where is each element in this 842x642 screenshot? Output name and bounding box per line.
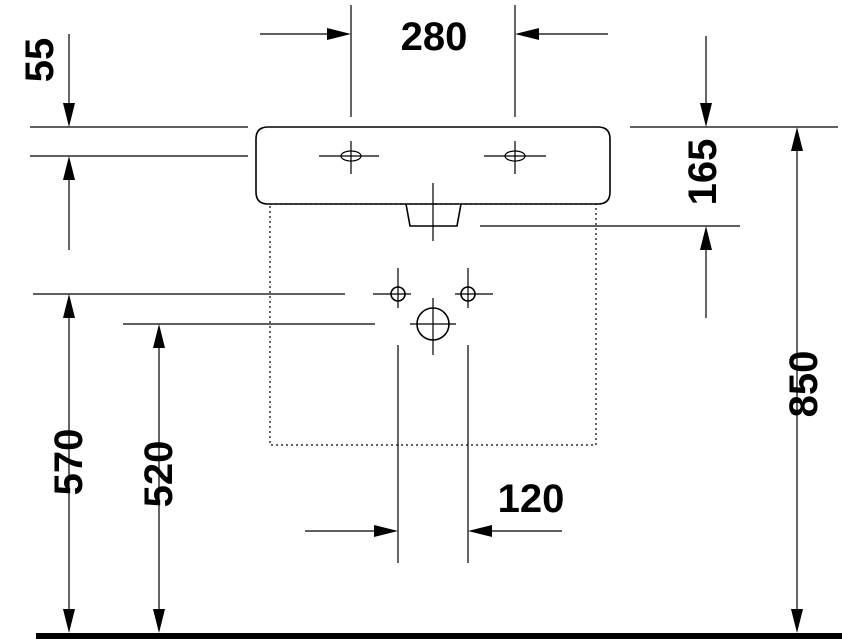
label-570: 570 [47, 429, 91, 496]
dimension-280 [260, 5, 608, 117]
dimension-570 [33, 293, 345, 633]
label-55: 55 [18, 38, 62, 83]
label-850: 850 [782, 351, 826, 418]
dimension-850 [791, 127, 803, 633]
label-280: 280 [401, 15, 468, 59]
label-520: 520 [137, 441, 181, 508]
supply-valve-right [455, 268, 493, 308]
dimension-165 [480, 36, 838, 318]
tap-hole-left [319, 141, 379, 174]
dimension-520 [123, 323, 375, 633]
label-120: 120 [498, 477, 565, 521]
vanity-dotted-outline [269, 203, 597, 446]
dimension-120 [305, 345, 562, 563]
tap-hole-right [484, 141, 546, 174]
basin-outline [255, 126, 611, 205]
waste-outlet [405, 183, 462, 241]
supply-valve-left [373, 268, 411, 308]
drain-pipe [410, 298, 456, 355]
label-165: 165 [681, 139, 725, 206]
dimension-55 [30, 34, 248, 250]
